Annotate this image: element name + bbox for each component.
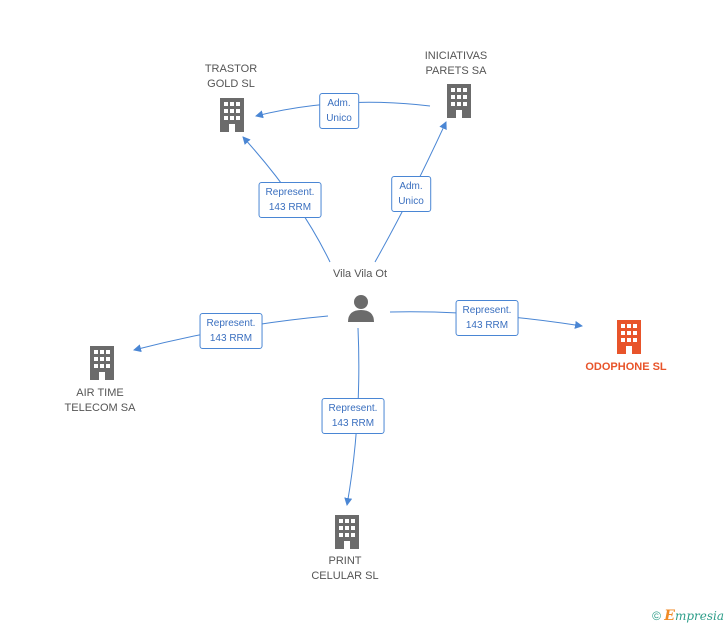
relation-label-represent: Represent. 143 RRM <box>321 398 385 434</box>
company-odophone-label[interactable]: ODOPHONE SL <box>585 361 667 373</box>
relation-label-adm: Adm. Unico <box>391 176 431 212</box>
brand-logo-initial: E <box>664 608 675 624</box>
company-airtime-label[interactable]: AIR TIME TELECOM SA <box>64 387 136 414</box>
company-print-label[interactable]: PRINT CELULAR SL <box>311 555 379 582</box>
relation-label-adm: Adm. Unico <box>319 93 359 129</box>
building-icon[interactable] <box>88 346 116 380</box>
building-icon[interactable] <box>445 84 473 118</box>
building-icon[interactable] <box>333 515 361 549</box>
brand-footer: © Empresia <box>652 608 724 624</box>
center-person-name[interactable]: Vila Vila Ot <box>332 268 388 280</box>
company-trastor-label[interactable]: TRASTOR GOLD SL <box>204 63 258 90</box>
relation-label-represent: Represent. 143 RRM <box>258 182 322 218</box>
relation-label-represent: Represent. 143 RRM <box>199 313 263 349</box>
building-icon-highlight[interactable] <box>615 320 643 354</box>
relation-label-represent: Represent. 143 RRM <box>455 300 519 336</box>
copyright-symbol: © <box>652 609 661 623</box>
company-iniciativas-label[interactable]: INICIATIVAS PARETS SA <box>424 50 488 77</box>
building-icon[interactable] <box>218 98 246 132</box>
person-icon[interactable] <box>346 293 376 323</box>
brand-logo-text: mpresia <box>674 609 724 623</box>
brand-logo: Empresia <box>664 608 724 624</box>
